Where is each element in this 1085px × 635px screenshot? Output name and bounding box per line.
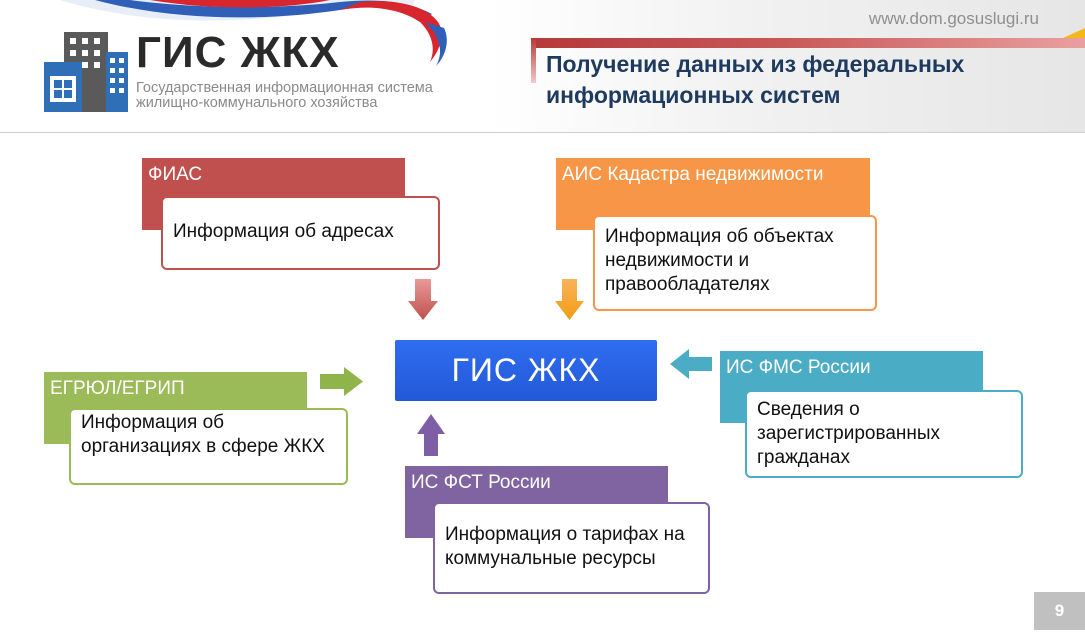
source-text-egrul: Информация об организациях в сфере ЖКХ <box>81 412 325 457</box>
arrow-down-fias <box>408 279 438 320</box>
slide-header: ГИС ЖКХ Государственная информационная с… <box>0 0 1085 133</box>
site-url: www.dom.gosuslugi.ru <box>868 9 1039 28</box>
source-box-fms: Сведения о зарегистрированных гражданах <box>745 390 1023 478</box>
building-logo-icon <box>44 32 128 112</box>
arrow-up-fst <box>417 414 445 456</box>
title-accent-edge <box>531 38 536 83</box>
source-box-ais: Информация об объектах недвижимости и пр… <box>593 215 877 311</box>
source-title-fias: ФИАС <box>148 164 203 185</box>
title-accent-bar <box>531 38 1085 48</box>
source-box-fias: Информация об адресах <box>161 196 440 270</box>
source-title-ais: АИС Кадастра недвижимости <box>562 164 824 185</box>
slide-title: Получение данных из федеральных информац… <box>546 51 965 108</box>
logo-title: ГИС ЖКХ <box>136 28 340 77</box>
source-text-ais: Информация об объектах недвижимости и пр… <box>605 226 834 295</box>
page-number: 9 <box>1034 592 1085 630</box>
russian-flag-ribbon <box>60 0 447 66</box>
source-box-fst: Информация о тарифах на коммунальные рес… <box>433 502 710 594</box>
source-title-egrul: ЕГРЮЛ/ЕГРИП <box>50 378 185 399</box>
source-title-fst: ИС ФСТ России <box>411 472 551 493</box>
source-text-fias: Информация об адресах <box>173 221 394 242</box>
accent-tab <box>1063 28 1085 38</box>
source-text-fst: Информация о тарифах на коммунальные рес… <box>445 524 685 569</box>
logo-subtitle: Государственная информационная система ж… <box>136 80 433 111</box>
center-gis-zhkh: ГИС ЖКХ <box>395 340 657 401</box>
arrow-left-fms <box>670 349 712 379</box>
arrow-right-egrul <box>320 367 363 396</box>
arrow-down-ais <box>555 279 584 320</box>
source-title-fms: ИС ФМС России <box>726 357 871 378</box>
source-box-egrul: Информация об организациях в сфере ЖКХ <box>69 408 348 485</box>
source-text-fms: Сведения о зарегистрированных гражданах <box>757 399 941 468</box>
